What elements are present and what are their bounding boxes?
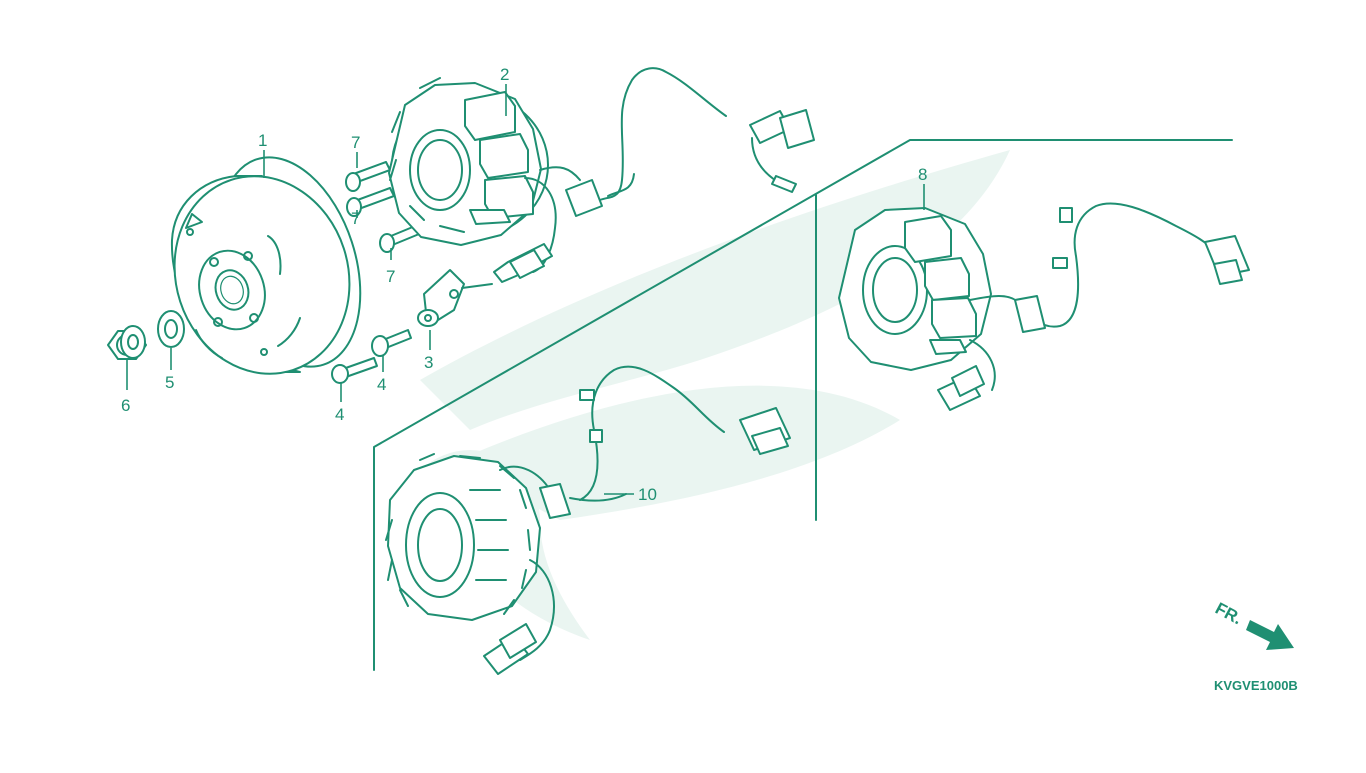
flange-nut-drawing (107, 325, 147, 360)
label-1: 1 (258, 131, 267, 150)
direction-indicator: FR. (1212, 599, 1294, 650)
label-3: 3 (424, 353, 433, 372)
arrow-right-down-icon (1246, 620, 1294, 650)
label-4a: 4 (335, 405, 344, 424)
label-8: 8 (918, 165, 927, 184)
label-7a: 7 (351, 133, 360, 152)
flywheel-drawing (170, 156, 362, 375)
label-5: 5 (165, 373, 174, 392)
flange-bolt-a-drawing (331, 357, 378, 384)
stator-alt-a-drawing (838, 202, 1250, 411)
screw-b-drawing (346, 187, 395, 217)
flange-bolt-b-drawing (371, 329, 412, 357)
screw-a-drawing (345, 161, 391, 192)
stator-main-drawing (388, 67, 815, 283)
part-labels: 1 2 3 4 4 5 6 7 7 7 8 10 (121, 65, 927, 504)
label-6: 6 (121, 396, 130, 415)
pulser-coil-drawing (417, 269, 493, 327)
washer-drawing (157, 310, 185, 348)
label-7c: 7 (386, 267, 395, 286)
label-4b: 4 (377, 375, 386, 394)
label-10: 10 (638, 485, 657, 504)
leader-lines (126, 84, 925, 495)
direction-label: FR. (1212, 599, 1245, 629)
label-2: 2 (500, 65, 509, 84)
figure-code: KVGVE1000B (1214, 678, 1298, 693)
stator-alt-b-drawing (385, 365, 791, 675)
section-dividers (373, 139, 1233, 671)
label-7b: 7 (351, 209, 360, 228)
